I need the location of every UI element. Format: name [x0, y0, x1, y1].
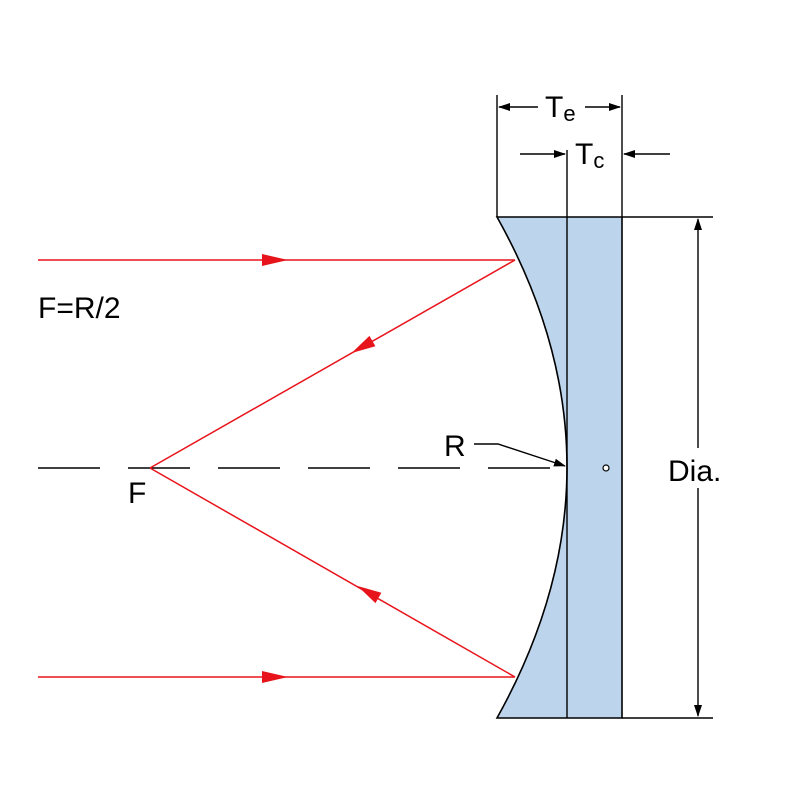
- ray-arrow-top-reflected: [351, 335, 376, 353]
- center-point: [602, 464, 610, 472]
- ray-arrow-bottom-incoming: [262, 671, 288, 683]
- diameter-label: Dia.: [668, 455, 721, 488]
- reflected-ray-top: [149, 259, 516, 469]
- center-thickness-label: Tc: [575, 138, 604, 173]
- focal-formula-label: F=R/2: [38, 292, 121, 325]
- ray-arrow-top-incoming: [262, 254, 288, 266]
- radius-label: R: [444, 430, 466, 463]
- lens-body: [495, 216, 623, 719]
- edge-thickness-label: Te: [545, 91, 576, 126]
- ray-arrow-bottom-reflected: [357, 586, 382, 604]
- focal-point-label: F: [128, 477, 146, 510]
- radius-leader: [474, 443, 566, 467]
- reflected-ray-bottom: [149, 467, 516, 678]
